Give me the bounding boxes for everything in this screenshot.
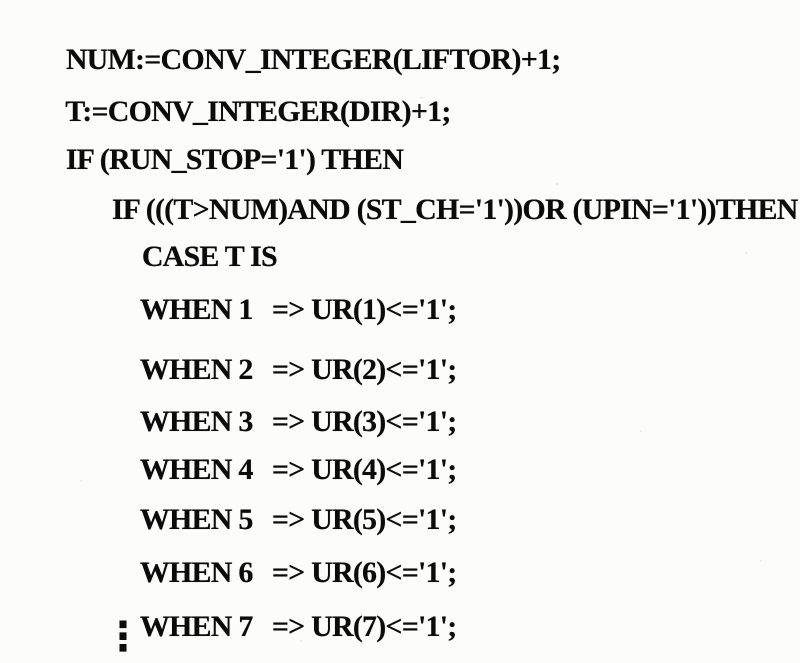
code-text: NUM:=CONV_INTEGER(LIFTOR)+1;	[65, 43, 561, 76]
code-line: WHEN 7 => UR(7)<='1';	[113, 582, 457, 663]
code-line: T:=CONV_INTEGER(DIR)+1;	[39, 67, 451, 157]
code-line: WHEN 2 => UR(2)<='1';	[113, 325, 457, 415]
case-when-body: => UR(7)<='1';	[271, 610, 457, 643]
code-line: IF (((T>NUM)AND (ST_CH='1'))OR (UPIN='1'…	[85, 165, 799, 255]
scan-noise	[556, 183, 558, 185]
case-when-body: => UR(3)<='1';	[271, 405, 457, 438]
case-when-body: => UR(2)<='1';	[271, 353, 457, 386]
case-when-body: => UR(6)<='1';	[271, 556, 457, 589]
code-line: WHEN 6 => UR(6)<='1';	[113, 528, 457, 618]
vertical-ellipsis: ⋮	[103, 614, 143, 660]
code-text: IF (RUN_STOP='1') THEN	[65, 143, 404, 176]
code-line: IF (RUN_STOP='1') THEN	[39, 115, 404, 205]
code-line: WHEN 5 => UR(5)<='1';	[113, 475, 457, 565]
case-when-label: WHEN 4	[139, 453, 254, 486]
case-when-label: WHEN 3	[139, 405, 254, 438]
code-text: CASE T IS	[141, 240, 278, 273]
case-when-label: WHEN 6	[139, 556, 254, 589]
code-line: CASE T IS	[115, 212, 278, 302]
code-line: WHEN 1 => UR(1)<='1';	[113, 265, 457, 355]
case-when-label: WHEN 2	[139, 353, 254, 386]
code-text: IF (((T>NUM)AND (ST_CH='1'))OR (UPIN='1'…	[111, 193, 799, 226]
case-when-body: => UR(1)<='1';	[271, 293, 457, 326]
code-text: T:=CONV_INTEGER(DIR)+1;	[65, 95, 451, 128]
case-when-label: WHEN 7	[139, 610, 254, 643]
case-when-body: => UR(4)<='1';	[271, 453, 457, 486]
case-when-label: WHEN 5	[139, 503, 254, 536]
code-line: WHEN 4 => UR(4)<='1';	[113, 425, 457, 515]
case-when-label: WHEN 1	[139, 293, 254, 326]
code-line: WHEN 3 => UR(3)<='1';	[113, 377, 457, 467]
code-line: NUM:=CONV_INTEGER(LIFTOR)+1;	[39, 15, 561, 105]
case-when-body: => UR(5)<='1';	[271, 503, 457, 536]
